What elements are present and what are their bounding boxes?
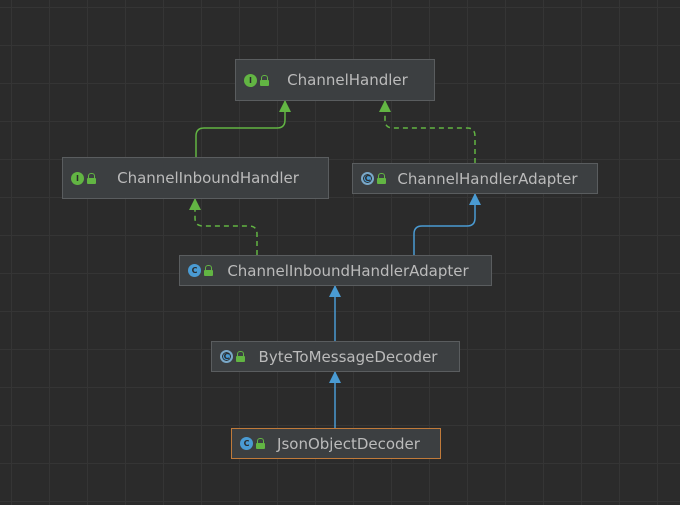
edge-inbound-handler-to-handler xyxy=(195,100,291,157)
public-lock-icon xyxy=(377,173,386,184)
node-icons: I xyxy=(244,73,269,87)
node-channel-inbound-handler[interactable]: I ChannelInboundHandler xyxy=(62,157,329,199)
node-channel-inbound-handler-adapter[interactable]: C ChannelInboundHandlerAdapter xyxy=(179,255,492,286)
public-lock-icon xyxy=(204,265,213,276)
node-icons: C xyxy=(240,437,265,450)
interface-icon: I xyxy=(244,73,257,87)
node-byte-to-message-decoder[interactable]: C ByteToMessageDecoder xyxy=(211,341,460,372)
public-lock-icon xyxy=(236,351,245,362)
node-icons: C xyxy=(188,264,213,277)
edge-handler-adapter-to-handler xyxy=(379,100,476,163)
node-label: ByteToMessageDecoder xyxy=(258,347,438,366)
node-channel-handler-adapter[interactable]: C ChannelHandlerAdapter xyxy=(352,163,598,194)
node-label: JsonObjectDecoder xyxy=(277,434,420,453)
interface-icon: I xyxy=(71,171,84,185)
edge-inbound-adapter-to-inbound-handler xyxy=(189,198,258,255)
node-label: ChannelHandler xyxy=(287,71,408,89)
node-icons: C xyxy=(220,350,245,363)
node-icons: C xyxy=(361,172,386,185)
public-lock-icon xyxy=(260,74,269,86)
node-label: ChannelHandlerAdapter xyxy=(397,169,578,188)
class-icon: C xyxy=(188,264,201,277)
public-lock-icon xyxy=(256,438,265,449)
node-label: ChannelInboundHandler xyxy=(117,169,299,187)
abstract-class-icon: C xyxy=(220,350,233,363)
node-json-object-decoder[interactable]: C JsonObjectDecoder xyxy=(231,428,441,459)
abstract-class-icon: C xyxy=(361,172,374,185)
edge-inbound-adapter-to-handler-adapter xyxy=(413,193,481,255)
node-label: ChannelInboundHandlerAdapter xyxy=(227,261,469,280)
node-icons: I xyxy=(71,171,96,185)
node-channel-handler[interactable]: I ChannelHandler xyxy=(235,59,435,101)
public-lock-icon xyxy=(87,172,96,184)
class-icon: C xyxy=(240,437,253,450)
